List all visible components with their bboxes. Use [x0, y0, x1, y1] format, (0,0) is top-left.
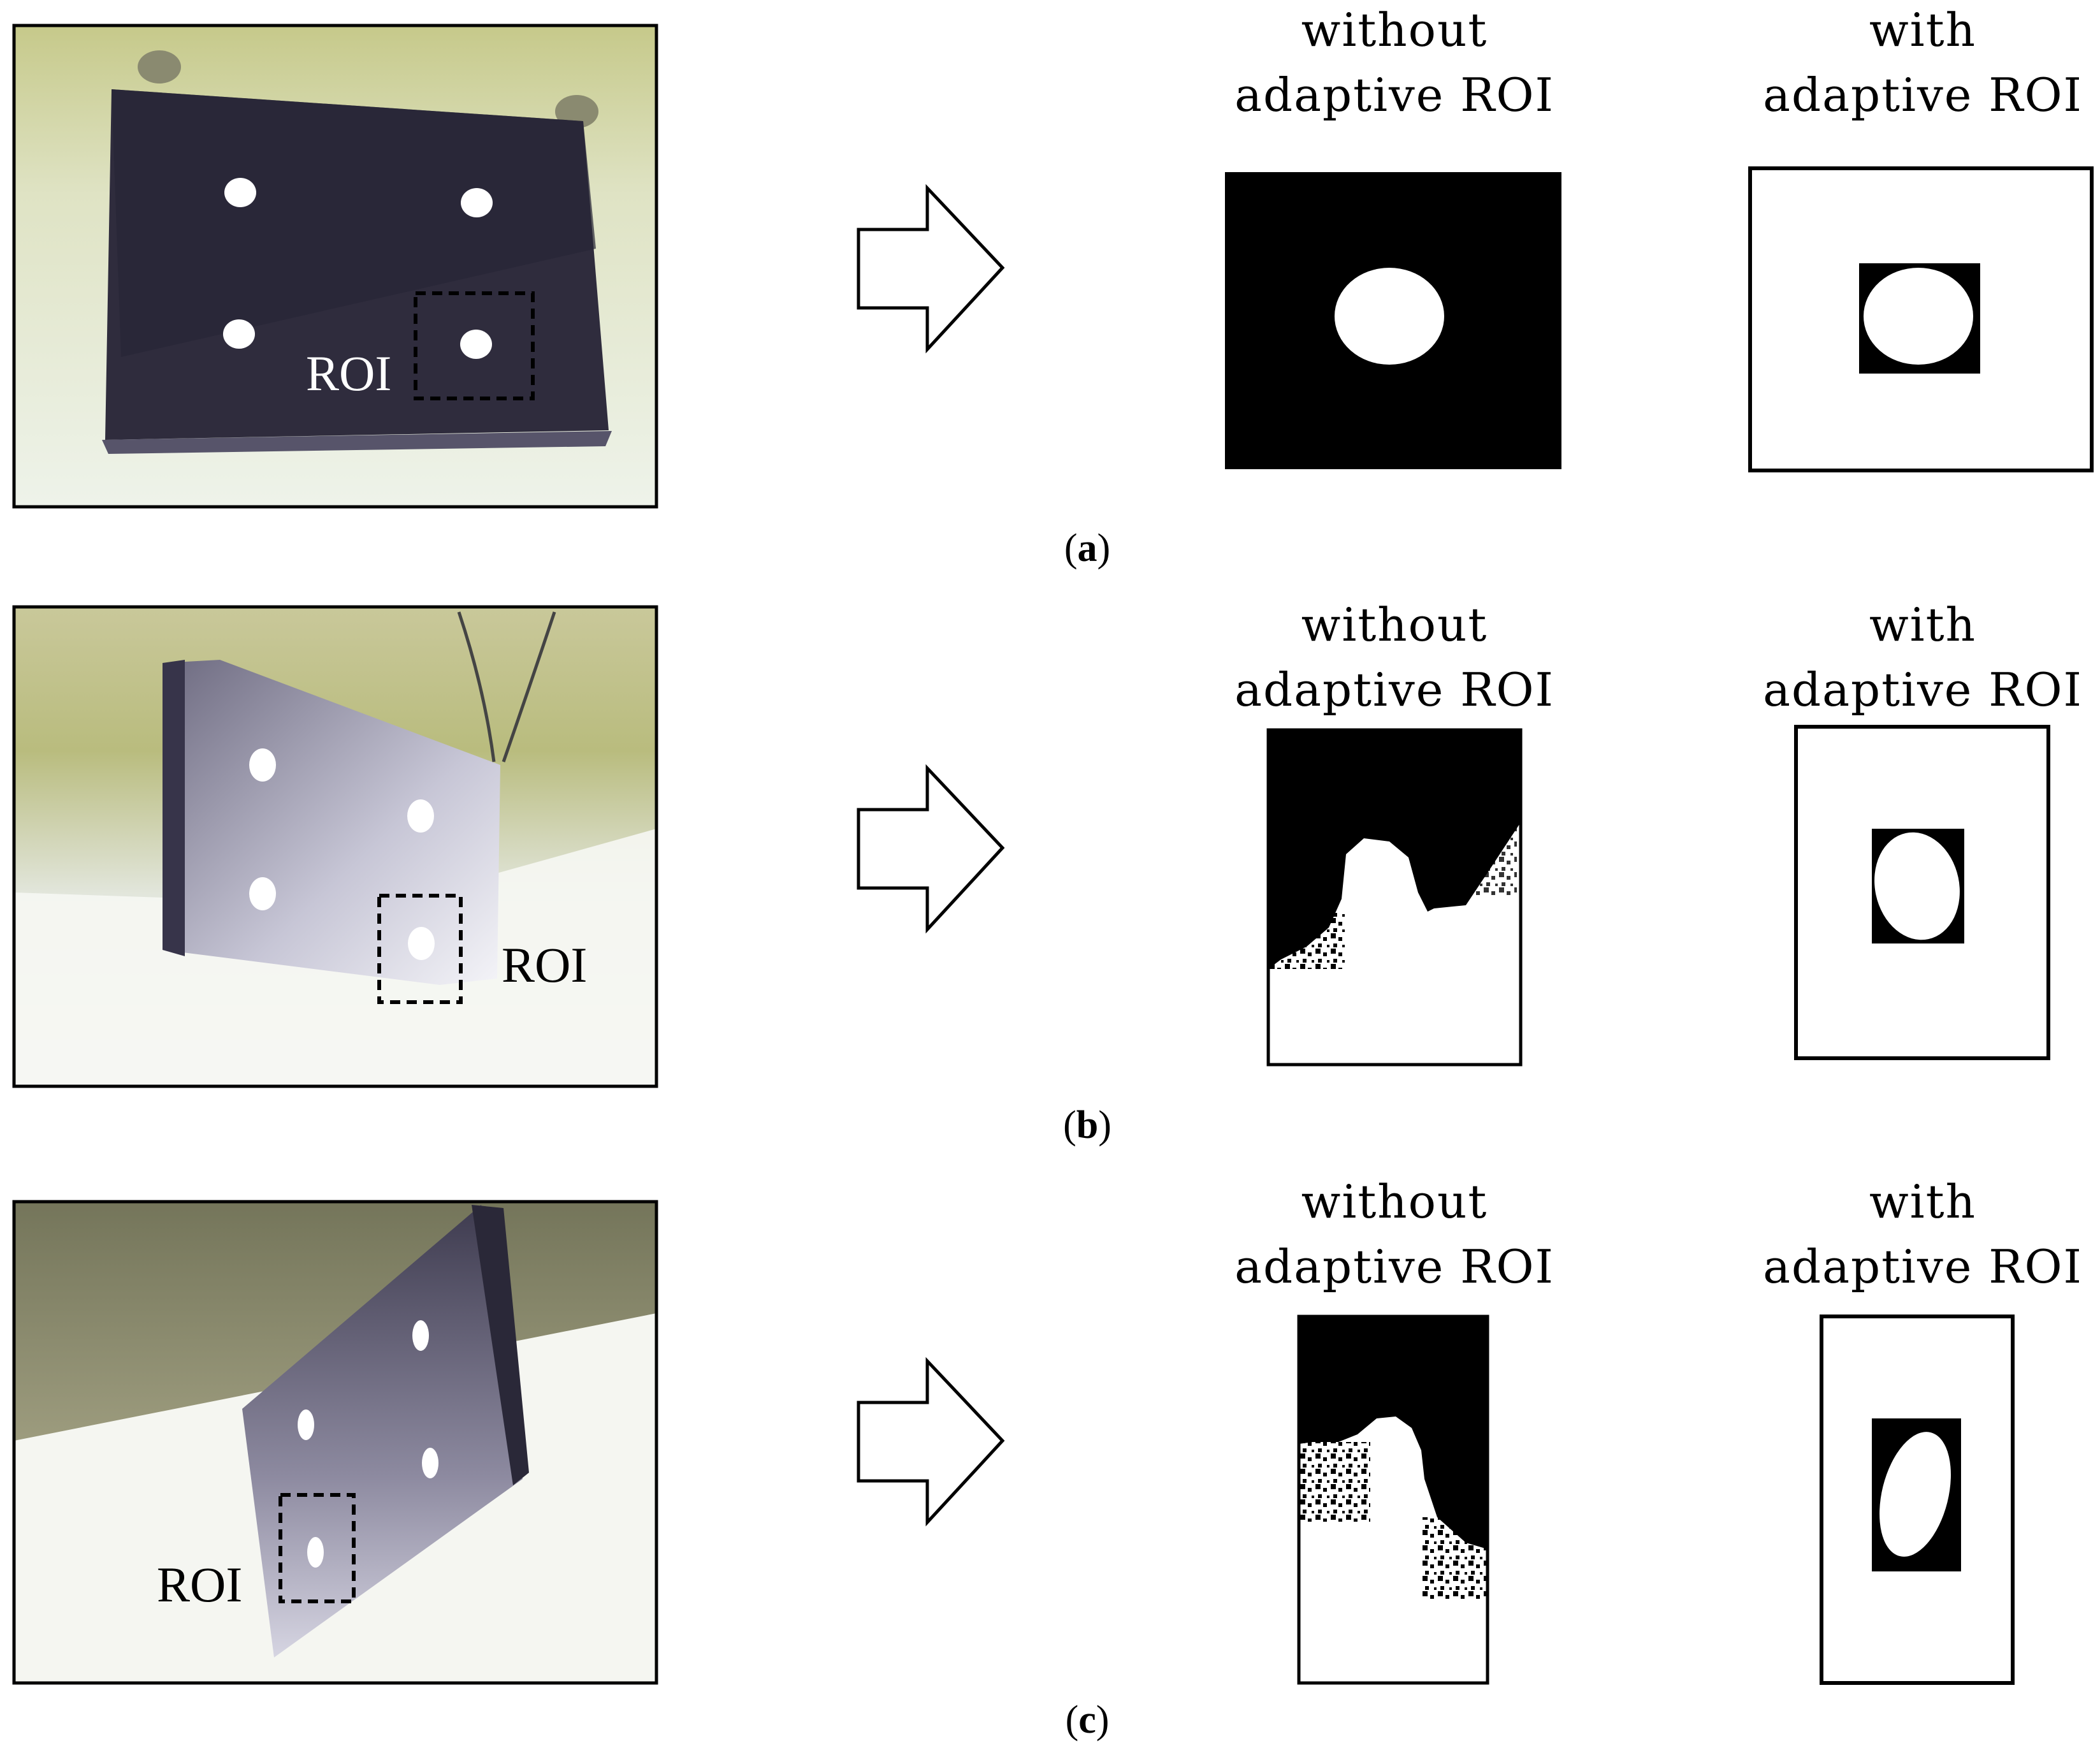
arrow-right-icon [857, 184, 1005, 354]
hole-4 [307, 1537, 324, 1568]
mask-without-adaptive-roi [1266, 728, 1523, 1067]
caption-c: (c) [1066, 1698, 1110, 1742]
row-b: ROI without adaptive ROI with adaptive R… [12, 598, 2083, 1147]
hole-4 [460, 330, 492, 359]
without-label-line2: adaptive ROI [1235, 68, 1554, 122]
plate-b [163, 660, 500, 985]
with-label-line2: adaptive ROI [1763, 663, 2083, 717]
magnet-left [138, 50, 181, 84]
without-label-line2: adaptive ROI [1235, 663, 1554, 717]
photo-c: ROI [12, 1200, 658, 1685]
hole-2 [461, 188, 493, 217]
mask-with-adaptive-roi [1820, 1315, 2015, 1685]
hole-1 [249, 748, 276, 782]
roi-box [377, 894, 463, 1004]
photo-a: ROI [12, 24, 658, 509]
without-label-line2: adaptive ROI [1235, 1240, 1554, 1293]
hole-3 [223, 319, 255, 349]
roi-label: ROI [306, 346, 391, 401]
hole-3 [249, 877, 276, 910]
roi-box [279, 1493, 356, 1603]
hole-2 [407, 799, 434, 833]
hole-1 [412, 1320, 429, 1351]
magnet-right [555, 95, 598, 128]
roi-label: ROI [502, 937, 587, 993]
arrow-right-icon [857, 764, 1005, 934]
hole-2 [298, 1409, 314, 1440]
caption-b: (b) [1063, 1103, 1112, 1147]
with-label-line2: adaptive ROI [1763, 68, 2083, 122]
hole-4 [408, 927, 435, 960]
mask-with-adaptive-roi [1794, 725, 2050, 1060]
row-a: ROI without adaptive ROI with adaptive R… [12, 3, 2094, 570]
with-label-line2: adaptive ROI [1763, 1240, 2083, 1293]
with-label-line1: with [1869, 3, 1976, 57]
mask-without-adaptive-roi [1297, 1315, 1489, 1685]
with-label-line1: with [1869, 598, 1976, 652]
arrow-right-icon [857, 1357, 1005, 1527]
with-label-line1: with [1869, 1175, 1976, 1228]
without-label-line1: without [1301, 598, 1488, 652]
mask-without-adaptive-roi [1225, 172, 1561, 469]
roi-box [414, 291, 535, 400]
hole-1 [224, 178, 256, 207]
caption-a: (a) [1064, 527, 1110, 570]
row-c: ROI without adaptive ROI with adaptive R… [12, 1175, 2083, 1742]
without-label-line1: without [1301, 3, 1488, 57]
mask-with-adaptive-roi [1748, 166, 2094, 472]
without-label-line1: without [1301, 1175, 1488, 1228]
hole-3 [422, 1448, 438, 1478]
photo-b: ROI [12, 605, 658, 1088]
roi-label: ROI [157, 1557, 242, 1612]
